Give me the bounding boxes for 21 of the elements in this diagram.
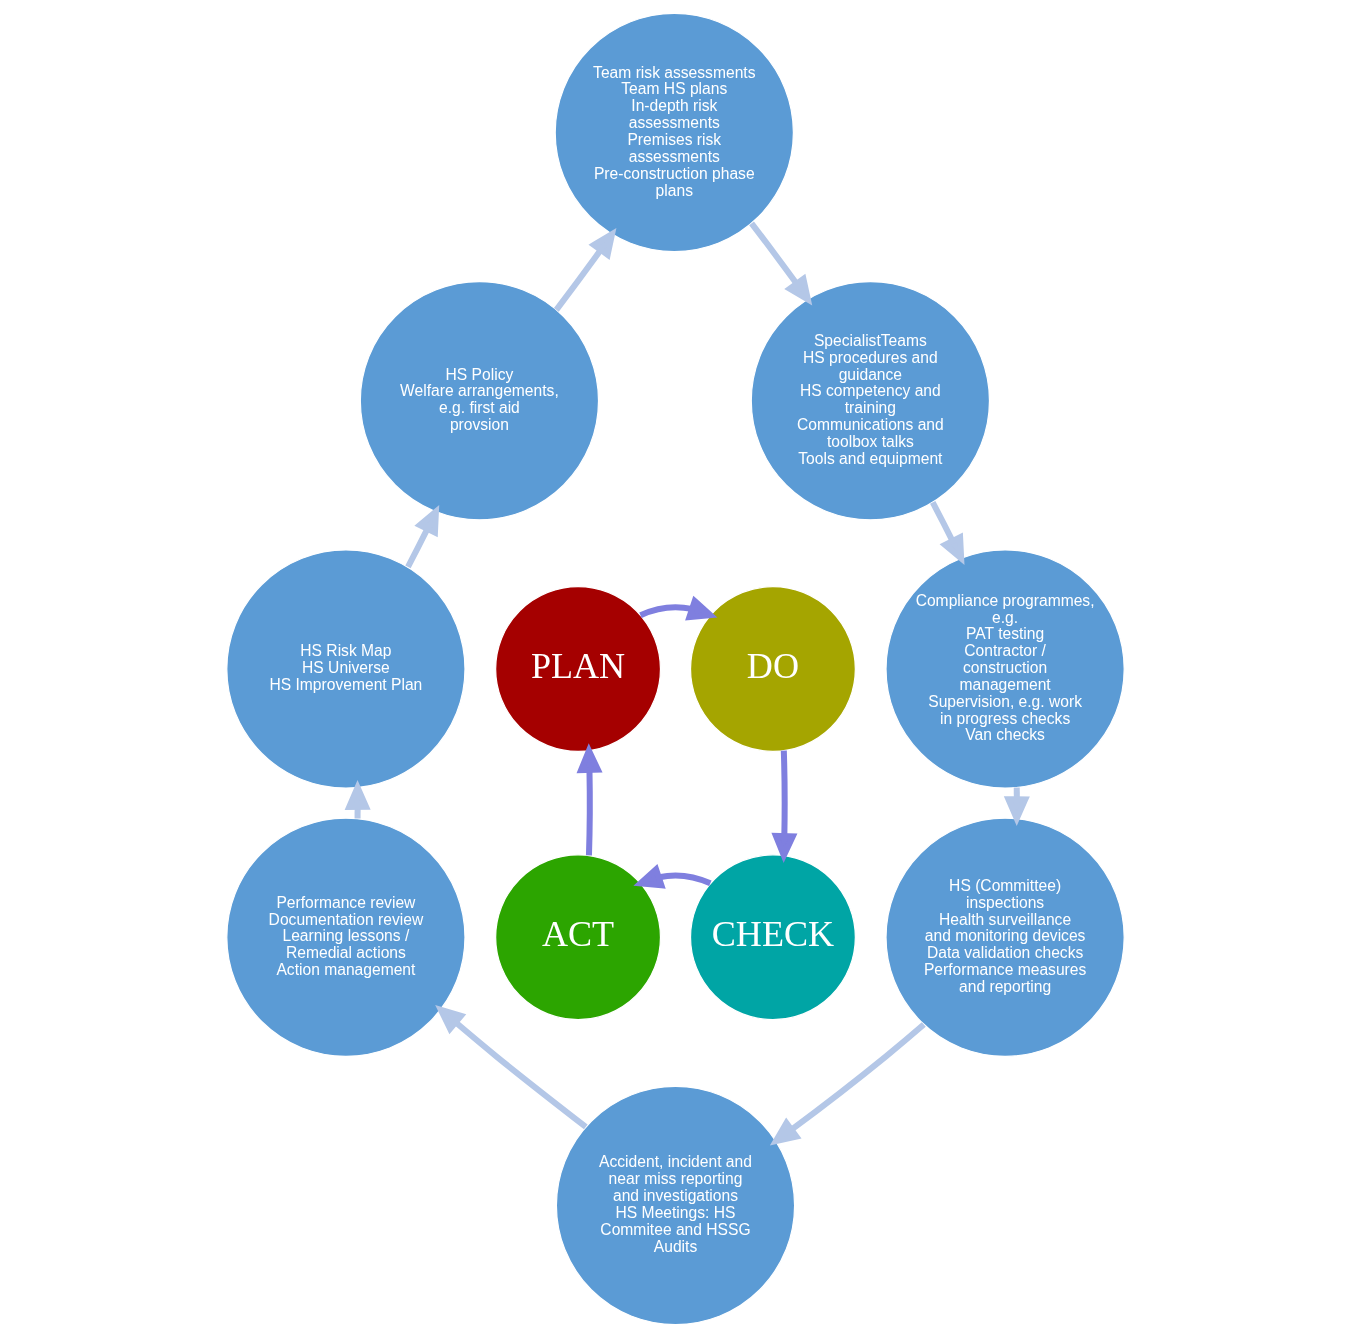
arrow [435,1004,588,1130]
node-circle: HS Risk Map HS Universe HS Improvement Plan [226,549,466,789]
arrow [553,228,617,312]
arrow [405,504,440,569]
node-circle: Compliance programmes, e.g. PAT testing Contractor / construction management Supervision, e.g. work in progress checks Van checks [885,549,1125,789]
arrow [639,595,718,621]
node-circle: CHECK [689,854,856,1021]
node-circle: Team risk assessments Team HS plans In-depth risk assessments Premises risk assessments Pre-construction phase plans [554,12,794,253]
node-circle: PLAN [495,586,662,752]
arrow [771,750,798,863]
arrow [749,221,813,306]
node-circle: Accident, incident and near miss reporting and investigations HS Meetings: HS Commitee and HSSG Audits [555,1085,796,1326]
node-circle: HS Policy Welfare arrangements, e.g. first aid provsion [359,281,600,521]
arrow [769,1022,926,1146]
arrow [576,743,603,856]
node-circle: DO [689,586,856,752]
arrow [930,501,965,565]
node-circle: HS (Committee) inspections Health surveillance and monitoring devices Data validation checks Performance measures and reporting [885,817,1125,1057]
node-circle: SpecialistTeams HS procedures and guidance HS competency and training Communications and toolbox talks Tools and equipment [750,281,991,521]
node-circle: ACT [495,854,662,1021]
arrow [633,864,712,889]
